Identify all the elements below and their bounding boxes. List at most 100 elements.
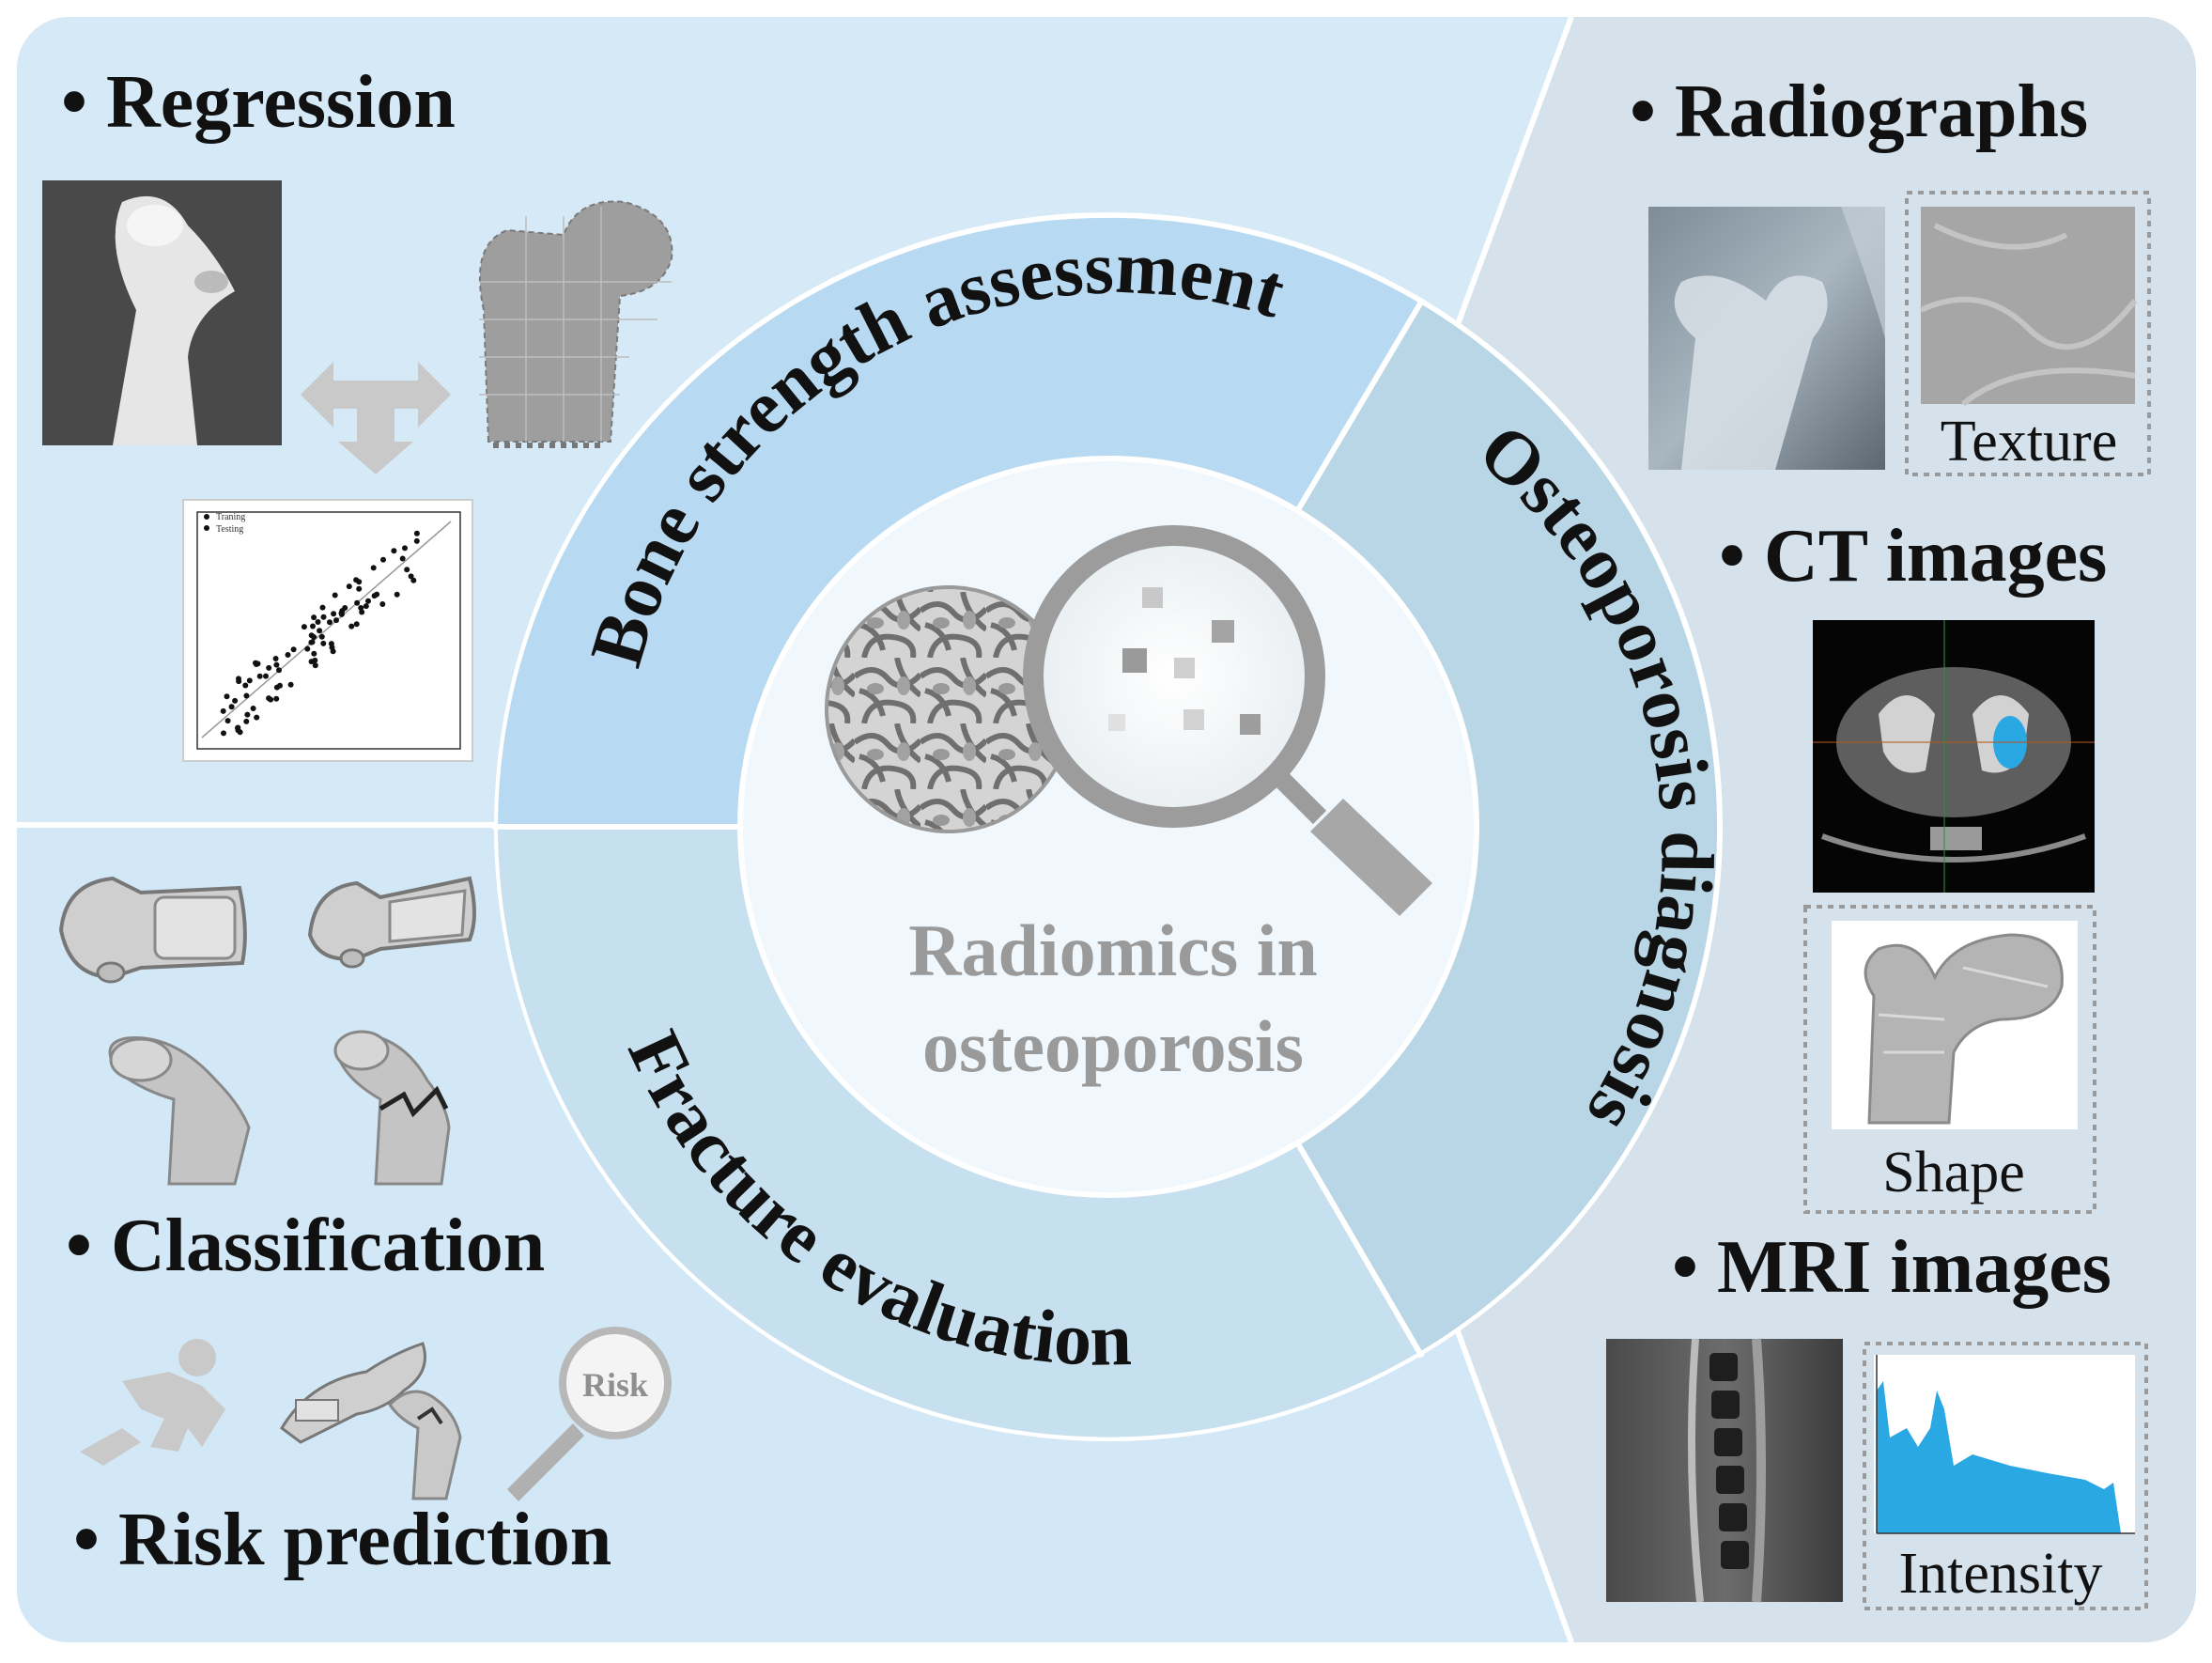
scatter-point xyxy=(273,684,280,691)
scatter-point xyxy=(318,633,325,640)
scatter-point xyxy=(410,577,417,583)
scatter-point xyxy=(399,555,406,562)
texture-caption: Texture xyxy=(1941,410,2117,474)
scatter-point xyxy=(266,664,272,671)
scatter-point xyxy=(379,601,386,607)
scatter-point xyxy=(312,662,318,669)
scatter-point xyxy=(228,704,235,710)
intensity-histogram xyxy=(1874,1355,2135,1534)
risk-badge-text: Risk xyxy=(582,1366,648,1404)
scatter-point xyxy=(327,619,333,626)
ring xyxy=(492,212,1723,1441)
scatter-point xyxy=(356,579,363,585)
scatter-point xyxy=(371,593,378,599)
scatter-point xyxy=(413,537,420,544)
scatter-point xyxy=(243,692,250,699)
scatter-point xyxy=(243,718,250,724)
femur-normal-icon xyxy=(108,1036,251,1186)
ct-femur-image xyxy=(42,180,282,445)
scatter-point xyxy=(312,657,318,663)
scatter-point xyxy=(272,656,279,661)
mri-image xyxy=(1606,1338,1843,1603)
scatter-point xyxy=(273,695,280,702)
ct-image xyxy=(1813,620,2095,893)
scatter-point xyxy=(311,614,317,621)
scatter-point xyxy=(244,711,251,718)
scatter-point xyxy=(304,645,311,652)
scatter-point xyxy=(358,605,364,611)
scatter-point xyxy=(353,621,360,628)
magnifier-icon xyxy=(1023,525,1432,916)
scatter-point xyxy=(236,678,242,685)
legend-testing: Testing xyxy=(216,524,243,535)
scatter-point xyxy=(363,603,369,610)
scatter-point xyxy=(320,640,327,646)
shape-caption: Shape xyxy=(1882,1141,2025,1205)
scatter-point xyxy=(342,605,348,611)
texture-image xyxy=(1919,207,2138,407)
scatter-point xyxy=(380,556,386,563)
scatter-point xyxy=(356,585,363,592)
mri-images-heading: • MRI images xyxy=(1672,1226,2111,1309)
scatter-point xyxy=(250,706,256,711)
scatter-point xyxy=(404,567,410,573)
scatter-point xyxy=(331,611,337,617)
exchange-arrows-icon xyxy=(301,362,451,474)
ring-segment-bone-strength xyxy=(498,217,1420,828)
intensity-caption: Intensity xyxy=(1899,1542,2103,1606)
scatter-point xyxy=(256,673,263,679)
scatter-point xyxy=(221,730,226,737)
scatter-point xyxy=(408,573,414,580)
scatter-point xyxy=(365,598,371,604)
scatter-point xyxy=(394,591,400,598)
vertebra-fractured-icon xyxy=(307,876,476,969)
center-title-line2: osteoporosis xyxy=(922,1005,1304,1087)
scatter-point xyxy=(308,639,315,645)
scatter-point xyxy=(333,617,339,624)
scatter-point xyxy=(224,693,230,700)
falling-person-icon xyxy=(80,1339,225,1466)
ring-segment-osteoporosis xyxy=(1297,303,1718,1352)
hip-joint-icon xyxy=(280,1342,462,1500)
scatter-point xyxy=(263,673,269,679)
scatter-point xyxy=(253,660,258,666)
scatter-point xyxy=(332,592,338,598)
radiograph-image xyxy=(1648,207,1885,470)
voxel-femur-model xyxy=(478,200,673,448)
center-title-line1: Radiomics in xyxy=(908,909,1318,991)
scatter-point xyxy=(276,667,282,674)
scatter-point xyxy=(346,583,352,590)
intensity-frame xyxy=(1863,1342,2148,1610)
scatter-point xyxy=(348,623,355,629)
scatter-point xyxy=(359,609,365,615)
risk-magnifier-icon: Risk xyxy=(507,1327,672,1501)
scatter-point xyxy=(391,548,397,554)
scatter-point xyxy=(308,632,315,639)
scatter-point xyxy=(320,614,327,620)
scatter-point xyxy=(330,648,336,655)
scatter-point xyxy=(254,714,260,721)
scatter-point xyxy=(246,677,253,684)
scatter-point xyxy=(338,611,345,617)
legend-training: Traning xyxy=(216,512,245,522)
classification-heading: • Classification xyxy=(66,1205,545,1287)
ct-images-heading: • CT images xyxy=(1719,515,2107,598)
scatter-point xyxy=(301,624,307,630)
texture-frame xyxy=(1905,191,2151,476)
regression-scatter-plot: Traning Testing xyxy=(182,499,473,762)
scatter-point xyxy=(311,650,317,657)
vertebra-normal-icon xyxy=(58,876,247,984)
scatter-point xyxy=(413,530,420,536)
scatter-point xyxy=(220,707,226,714)
scatter-point xyxy=(285,652,291,658)
radiographs-heading: • Radiographs xyxy=(1630,70,2088,153)
regression-heading: • Regression xyxy=(61,61,456,144)
scatter-points xyxy=(220,530,420,737)
scatter-point xyxy=(290,646,297,653)
scatter-point xyxy=(287,681,294,688)
scatter-point xyxy=(354,599,361,606)
scatter-point xyxy=(235,724,240,731)
ring-segment-fracture xyxy=(498,827,1419,1438)
shape-femur-model xyxy=(1832,921,2078,1129)
